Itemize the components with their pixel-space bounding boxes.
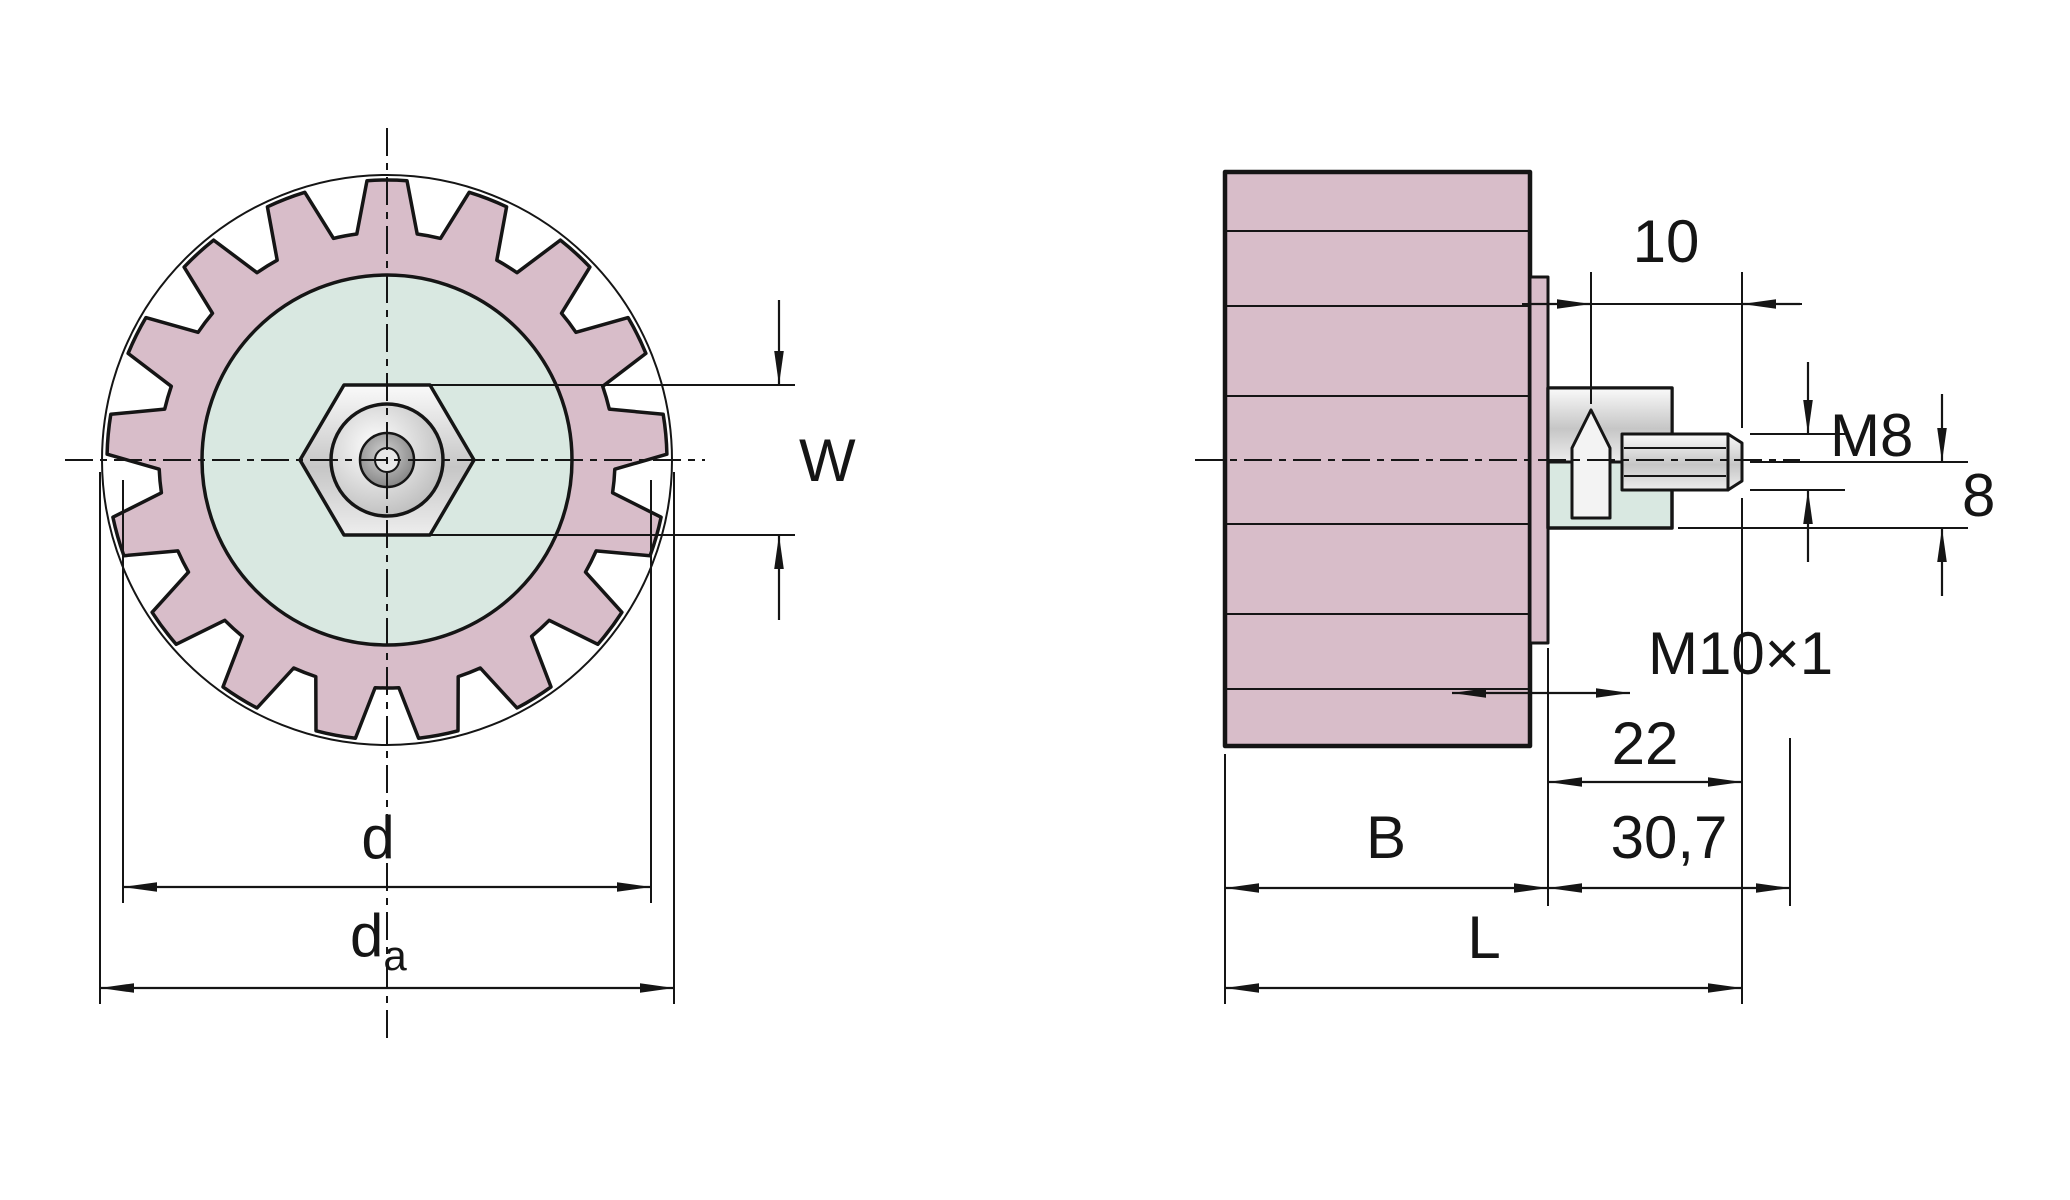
dimension-w: W: [392, 300, 856, 620]
dimension-b-and-307: B 30,7: [1224, 738, 1791, 1004]
dim-label-10: 10: [1633, 208, 1700, 275]
side-view: 10 M8 8 M10×1 22: [1195, 169, 1995, 1004]
dimension-l: L: [1225, 904, 1742, 993]
dimension-10: 10: [1522, 208, 1802, 428]
dim-label-b: B: [1366, 804, 1406, 871]
front-view: W d da: [65, 128, 856, 1042]
dim-label-m10x1: M10×1: [1648, 620, 1833, 687]
dimension-8: 8: [1678, 394, 1995, 596]
stud-chamfer: [1726, 432, 1744, 492]
dim-label-da: da: [350, 902, 407, 979]
dim-label-8: 8: [1962, 462, 1995, 529]
dimension-da: da: [99, 472, 675, 1004]
dimension-d: d: [122, 480, 652, 903]
grease-nipple: [1570, 408, 1612, 520]
dim-label-22: 22: [1612, 710, 1679, 777]
dim-label-w: W: [799, 427, 856, 494]
dim-label-307: 30,7: [1611, 804, 1728, 871]
dim-label-m8: M8: [1830, 402, 1913, 469]
body-section-lines: [1227, 230, 1528, 690]
dimension-m8: M8: [1750, 362, 1913, 562]
threaded-stud: [1620, 432, 1730, 492]
dimension-22: 22: [1547, 498, 1743, 1004]
dimension-m10x1: M10×1: [1452, 620, 1833, 698]
dim-label-l: L: [1467, 904, 1500, 971]
dim-label-d: d: [361, 804, 394, 871]
